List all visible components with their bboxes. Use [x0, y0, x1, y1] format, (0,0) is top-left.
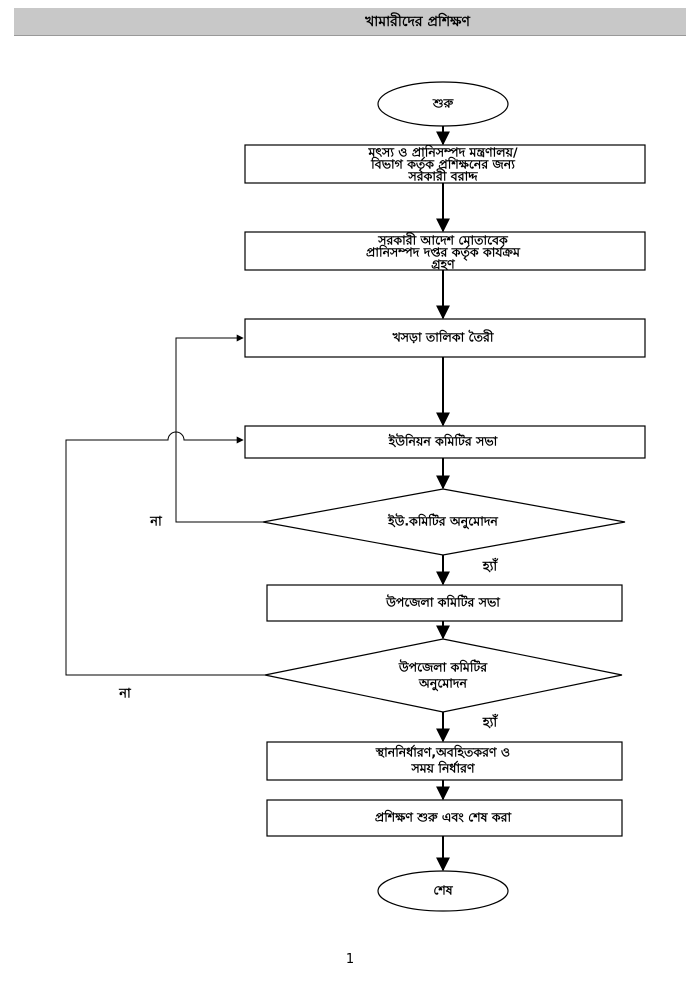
action-line-3: গ্রহণ — [431, 257, 456, 272]
venue-line-2: সময় নির্ধারণ — [410, 760, 475, 776]
allocation-line-3: সরকারী বরাদ্দ — [407, 168, 479, 184]
page-title: খামারীদের প্রশিক্ষণ — [365, 13, 470, 30]
upazila-approval-line-2: অনুমোদন — [418, 676, 468, 693]
draft-list-label: খসড়া তালিকা তৈরী — [392, 329, 495, 345]
venue-line-1: স্থাননির্ধারণ,অবহিতকরণ ও — [375, 744, 510, 760]
upazila-approval-line-1: উপজেলা কমিটির — [398, 659, 488, 675]
start-label: শুরু — [432, 96, 455, 111]
page-number: 1 — [345, 952, 355, 967]
upazila-meeting-label: উপজেলা কমিটির সভা — [385, 594, 501, 610]
union-approval-label: ইউ.কমিটির অনুমোদন — [387, 513, 499, 531]
upazila-no-label: না — [118, 687, 132, 702]
header-bar: খামারীদের প্রশিক্ষণ — [14, 8, 686, 36]
action-line-1: সরকারী আদেশ মোতাবেক — [377, 232, 509, 248]
union-no-label: না — [149, 515, 163, 530]
union-yes-label: হ্যাঁ — [482, 558, 499, 575]
end-label: শেষ — [433, 883, 453, 898]
upazila-yes-label: হ্যাঁ — [482, 714, 499, 731]
allocation-line-1: মৎস্য ও প্রানিসম্পদ মন্ত্রণালয়/ — [367, 144, 518, 160]
allocation-line-2: বিভাগ কর্তৃক প্রশিক্ষনের জন্য — [370, 156, 516, 174]
union-meeting-label: ইউনিয়ন কমিটির সভা — [388, 433, 499, 449]
union-no-loop — [175, 334, 263, 523]
action-line-2: প্রানিসম্পদ দপ্তর কর্তৃক কার্যক্রম — [366, 244, 521, 262]
training-label: প্রশিক্ষণ শুরু এবং শেষ করা — [375, 809, 513, 825]
upazila-no-loop — [65, 431, 265, 676]
